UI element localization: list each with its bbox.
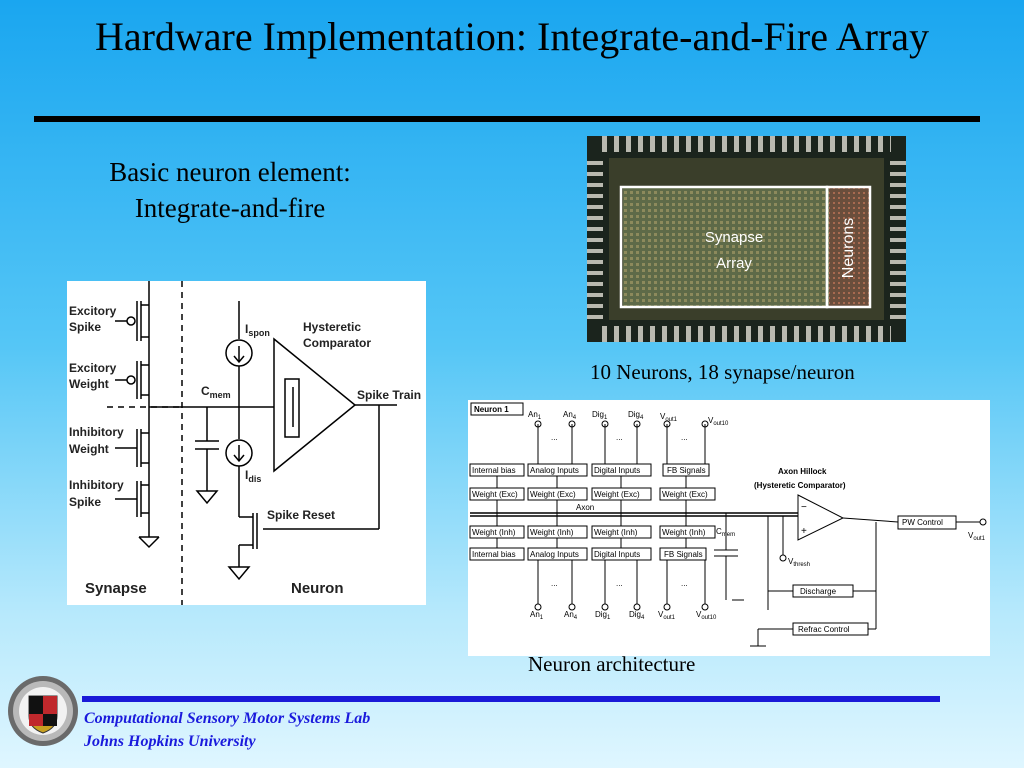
weight-inh-4: Weight (Inh) [662, 528, 706, 537]
chip-caption: 10 Neurons, 18 synapse/neuron [590, 360, 855, 384]
vout1-bottom: Vout1 [658, 610, 676, 621]
axon-label: Axon [576, 503, 594, 512]
synapse-array-label-2: Array [716, 255, 752, 272]
dig1-bottom: Dig1 [595, 610, 611, 621]
ellipsis-3: ... [681, 433, 688, 442]
slide-title: Hardware Implementation: Integrate-and-F… [0, 14, 1024, 60]
neuron-label: Neuron [291, 580, 344, 597]
fb-signals-bottom: FB Signals [664, 550, 703, 559]
excitory-spike-label-1: Excitory [69, 304, 117, 318]
inhibitory-weight-label-2: Weight [69, 442, 109, 456]
excitory-spike-label-2: Spike [69, 320, 101, 334]
weight-inh-1: Weight (Inh) [472, 528, 516, 537]
footer-lab-name: Computational Sensory Motor Systems Lab [84, 710, 371, 727]
fb-signals-top: FB Signals [667, 466, 706, 475]
footer-divider [82, 696, 940, 702]
circuit-diagram: Excitory Spike Excitory Weight Inhibitor… [69, 281, 421, 605]
seal-graphic [8, 676, 78, 746]
axon-hillock-label: Axon Hillock [778, 467, 827, 476]
integrate-fire-circuit: Excitory Spike Excitory Weight Inhibitor… [67, 281, 426, 605]
i-spon-label: Ispon [245, 322, 270, 338]
weight-exc-2: Weight (Exc) [530, 490, 576, 499]
neurons-label: Neurons [840, 218, 857, 278]
inhibitory-spike-label-2: Spike [69, 495, 101, 509]
caption-line-1: Basic neuron element: [109, 157, 351, 187]
ellipsis-5: ... [616, 579, 623, 588]
comparator-label-1: Hysteretic [303, 320, 361, 334]
neuron-architecture-diagram: Neuron 1 An1 An4 Dig1 Dig4 Vout1 Vout10 … [468, 400, 990, 656]
vout10-bottom: Vout10 [696, 610, 717, 621]
an1-bottom: An1 [530, 610, 544, 621]
weight-exc-3: Weight (Exc) [594, 490, 640, 499]
spike-reset-label: Spike Reset [267, 508, 335, 522]
excitory-weight-label-1: Excitory [69, 361, 117, 375]
an4-bottom: An4 [564, 610, 578, 621]
weight-exc-4: Weight (Exc) [662, 490, 708, 499]
weight-exc-1: Weight (Exc) [472, 490, 518, 499]
title-divider [34, 116, 980, 122]
synapse-array-label-1: Synapse [705, 229, 763, 246]
dig4-bottom: Dig4 [629, 610, 645, 621]
dig1-top: Dig1 [592, 410, 608, 421]
comparator-plus: + [801, 526, 807, 537]
an1-top: An1 [528, 410, 542, 421]
slide-title-text: Hardware Implementation: Integrate-and-F… [94, 14, 930, 59]
inhibitory-spike-label-1: Inhibitory [69, 478, 124, 492]
hysteretic-comparator-label: (Hysteretic Comparator) [754, 481, 846, 490]
digital-inputs-bottom: Digital Inputs [594, 550, 640, 559]
i-dis-label: Idis [245, 468, 261, 484]
vout10-top: Vout10 [708, 416, 729, 427]
vout1-top: Vout1 [660, 412, 678, 423]
caption-line-2: Integrate-and-fire [134, 193, 326, 223]
synapse-label: Synapse [85, 580, 147, 597]
internal-bias-bottom: Internal bias [472, 550, 516, 559]
comparator-minus: − [801, 502, 807, 513]
excitory-weight-label-2: Weight [69, 377, 109, 391]
an4-top: An4 [563, 410, 577, 421]
university-seal-icon [6, 674, 80, 748]
weight-inh-2: Weight (Inh) [530, 528, 574, 537]
architecture-diagram: Neuron 1 An1 An4 Dig1 Dig4 Vout1 Vout10 … [469, 402, 987, 647]
analog-inputs-bottom: Analog Inputs [530, 550, 579, 559]
vthresh-label: Vthresh [788, 557, 810, 568]
ellipsis-4: ... [551, 579, 558, 588]
ellipsis-6: ... [681, 579, 688, 588]
spike-train-label: Spike Train [357, 388, 421, 402]
ellipsis-1: ... [551, 433, 558, 442]
neuron-element-caption: Basic neuron element: Integrate-and-fire [40, 154, 420, 226]
chip-photo: Synapse Array Neurons [587, 136, 906, 342]
comparator-label-2: Comparator [303, 336, 371, 350]
refrac-control-label: Refrac Control [798, 625, 850, 634]
internal-bias-top: Internal bias [472, 466, 516, 475]
inhibitory-weight-label-1: Inhibitory [69, 425, 124, 439]
c-mem-label: Cmem [201, 384, 231, 400]
architecture-caption: Neuron architecture [528, 652, 696, 676]
weight-inh-3: Weight (Inh) [594, 528, 638, 537]
cmem-label: Cmem [716, 527, 735, 538]
dig4-top: Dig4 [628, 410, 644, 421]
neuron1-label: Neuron 1 [474, 405, 509, 414]
vout1-output: Vout1 [968, 531, 986, 542]
footer-university-name: Johns Hopkins University [84, 733, 256, 750]
ellipsis-2: ... [616, 433, 623, 442]
pw-control-label: PW Control [902, 518, 943, 527]
digital-inputs-top: Digital Inputs [594, 466, 640, 475]
chip-photo-graphic: Synapse Array Neurons [587, 136, 906, 342]
analog-inputs-top: Analog Inputs [530, 466, 579, 475]
discharge-label: Discharge [800, 587, 837, 596]
